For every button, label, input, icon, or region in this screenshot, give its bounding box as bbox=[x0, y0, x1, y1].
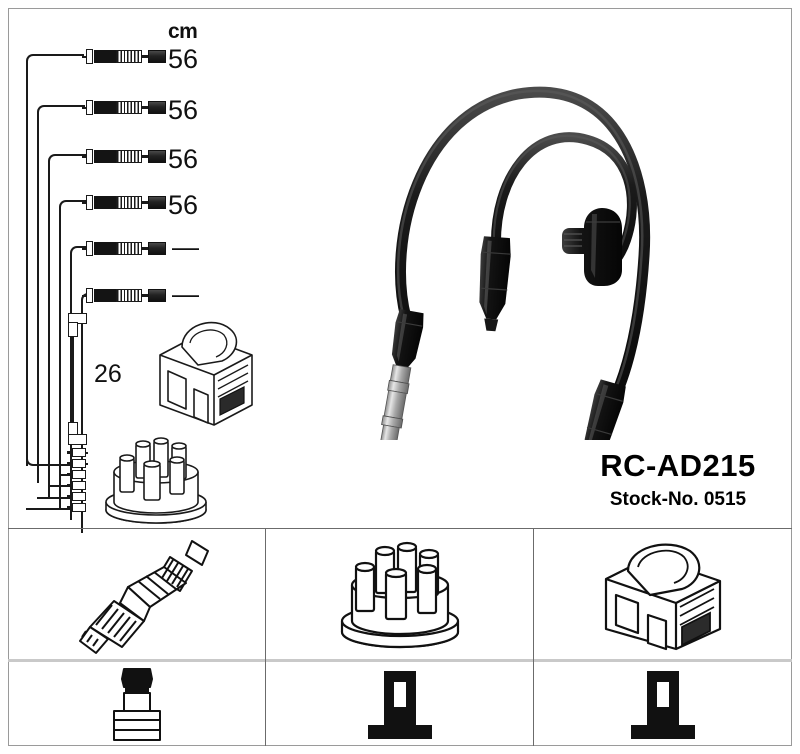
product-code-block: RC-AD215 Stock-No. 0515 bbox=[568, 448, 788, 510]
coil-terminal-icon bbox=[631, 670, 695, 739]
panel-divider-vertical-1 bbox=[265, 529, 266, 746]
panel-divider-vertical-2 bbox=[533, 529, 534, 746]
product-code: RC-AD215 bbox=[600, 448, 756, 483]
main-diagram-region: cm 56 56 56 56 — — 26 bbox=[8, 8, 792, 533]
measurement-unit-header: cm bbox=[168, 20, 198, 43]
route-corner-2 bbox=[37, 105, 85, 121]
measurement-value-3: 56 bbox=[168, 144, 199, 174]
route-corner-3 bbox=[48, 154, 86, 170]
route-trunk-1 bbox=[26, 68, 28, 466]
panel-divider-horizontal-middle bbox=[8, 659, 792, 662]
panel-ignition-coil bbox=[534, 529, 792, 746]
measurement-value-2: 56 bbox=[168, 95, 199, 125]
cable-row-6 bbox=[81, 285, 241, 307]
route-sweep-1 bbox=[26, 450, 71, 466]
ignition-coil-icon-cell bbox=[534, 529, 792, 660]
measurement-value-6: — bbox=[172, 279, 199, 309]
route-corner-5 bbox=[70, 246, 88, 262]
stock-number: Stock-No. 0515 bbox=[609, 488, 747, 510]
cable-row-4 bbox=[59, 192, 219, 214]
measurement-value-5: — bbox=[172, 232, 199, 262]
coil-terminal-icon-cell bbox=[534, 663, 792, 746]
bundle-terminal-3 bbox=[67, 470, 86, 479]
route-join-2 bbox=[37, 497, 72, 499]
cable-row-2 bbox=[37, 97, 197, 119]
route-join-4 bbox=[59, 474, 72, 476]
distributor-cap-schematic-icon bbox=[100, 436, 212, 528]
panel-divider-horizontal-top bbox=[8, 528, 792, 529]
route-corner-1 bbox=[26, 54, 84, 70]
route-trunk-3 bbox=[48, 168, 50, 497]
ignition-coil-schematic-icon bbox=[152, 311, 260, 433]
distributor-cap-icon-cell bbox=[266, 529, 533, 660]
ignition-coil-icon bbox=[604, 543, 722, 650]
spark-plug-icon-cell bbox=[9, 529, 265, 660]
bundle-terminal-6 bbox=[67, 503, 86, 512]
panel-distributor bbox=[266, 529, 533, 746]
panel-spark-plug bbox=[9, 529, 265, 746]
route-corner-4 bbox=[59, 200, 87, 216]
route-join-1 bbox=[26, 508, 72, 510]
bundle-terminal-5 bbox=[67, 492, 86, 501]
measurement-value-1: 56 bbox=[168, 44, 199, 74]
ignition-cable-set-photo bbox=[368, 60, 668, 440]
distributor-cap-icon bbox=[340, 541, 459, 648]
bundle-terminal-4 bbox=[67, 481, 86, 490]
cable-row-1 bbox=[26, 46, 186, 68]
spark-plug-icon bbox=[79, 539, 209, 654]
bundle-terminal-2 bbox=[67, 459, 86, 468]
cable-row-3 bbox=[48, 146, 208, 168]
bundle-terminal-1 bbox=[67, 448, 86, 457]
cable-row-5 bbox=[70, 238, 230, 260]
route-join-3 bbox=[48, 485, 72, 487]
measurement-value-4: 56 bbox=[168, 190, 199, 220]
route-trunk-4 bbox=[59, 214, 61, 509]
distributor-terminal-icon-cell bbox=[266, 663, 533, 746]
route-trunk-6 bbox=[81, 307, 83, 533]
distributor-terminal-icon bbox=[367, 670, 432, 739]
spark-plug-boot-icon bbox=[113, 667, 161, 741]
spark-plug-boot-icon-cell bbox=[9, 663, 265, 746]
route-corner-6 bbox=[81, 293, 90, 309]
measurement-value-coil-lead: 26 bbox=[94, 360, 122, 388]
route-trunk-2 bbox=[37, 119, 39, 483]
